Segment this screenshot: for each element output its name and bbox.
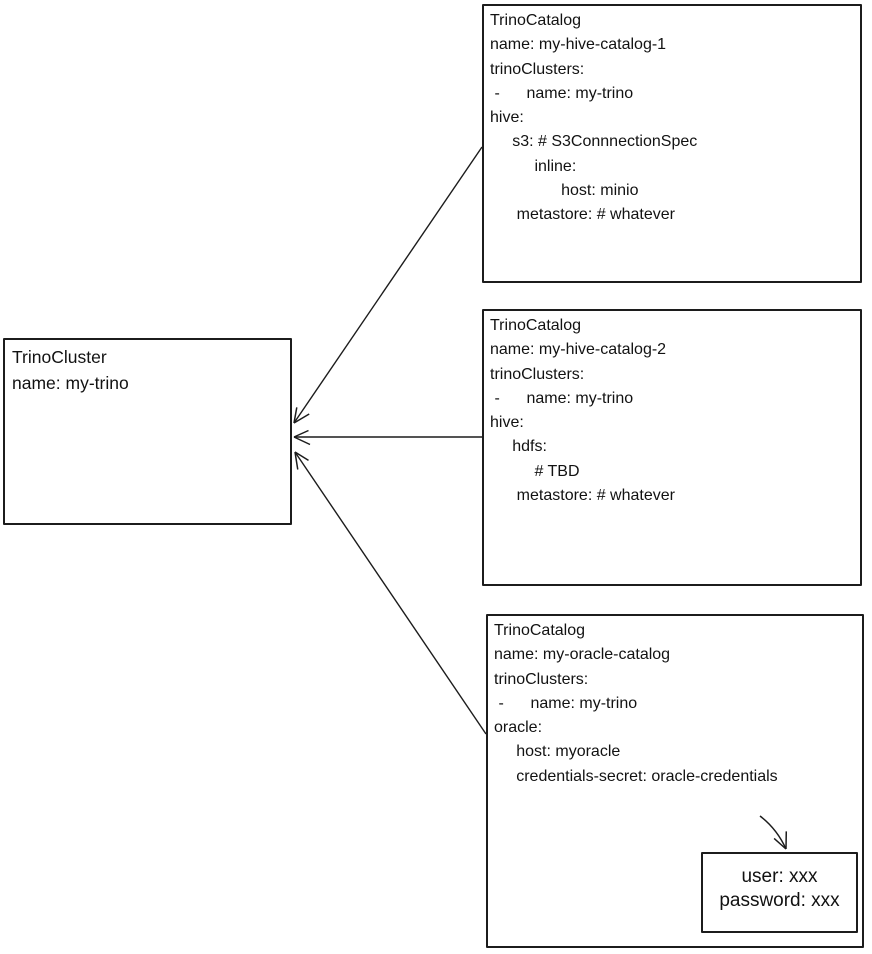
edge-catalog3-to-cluster bbox=[294, 451, 487, 735]
trino-catalog-3-node: TrinoCatalog name: my-oracle-catalog tri… bbox=[486, 614, 864, 948]
trino-catalog-1-node: TrinoCatalog name: my-hive-catalog-1 tri… bbox=[482, 4, 862, 283]
trino-cluster-node: TrinoCluster name: my-trino bbox=[3, 338, 292, 525]
trino-catalog-3-text: TrinoCatalog name: my-oracle-catalog tri… bbox=[494, 622, 778, 785]
credentials-secret-node: user: xxx password: xxx bbox=[701, 852, 858, 933]
trino-catalog-1-text: TrinoCatalog name: my-hive-catalog-1 tri… bbox=[490, 12, 698, 224]
credentials-secret-text: user: xxx password: xxx bbox=[719, 866, 840, 911]
edge-catalog1-to-cluster bbox=[293, 146, 483, 424]
trino-cluster-text: TrinoCluster name: my-trino bbox=[12, 347, 129, 393]
trino-catalog-2-node: TrinoCatalog name: my-hive-catalog-2 tri… bbox=[482, 309, 862, 586]
trino-catalog-2-text: TrinoCatalog name: my-hive-catalog-2 tri… bbox=[490, 317, 675, 505]
